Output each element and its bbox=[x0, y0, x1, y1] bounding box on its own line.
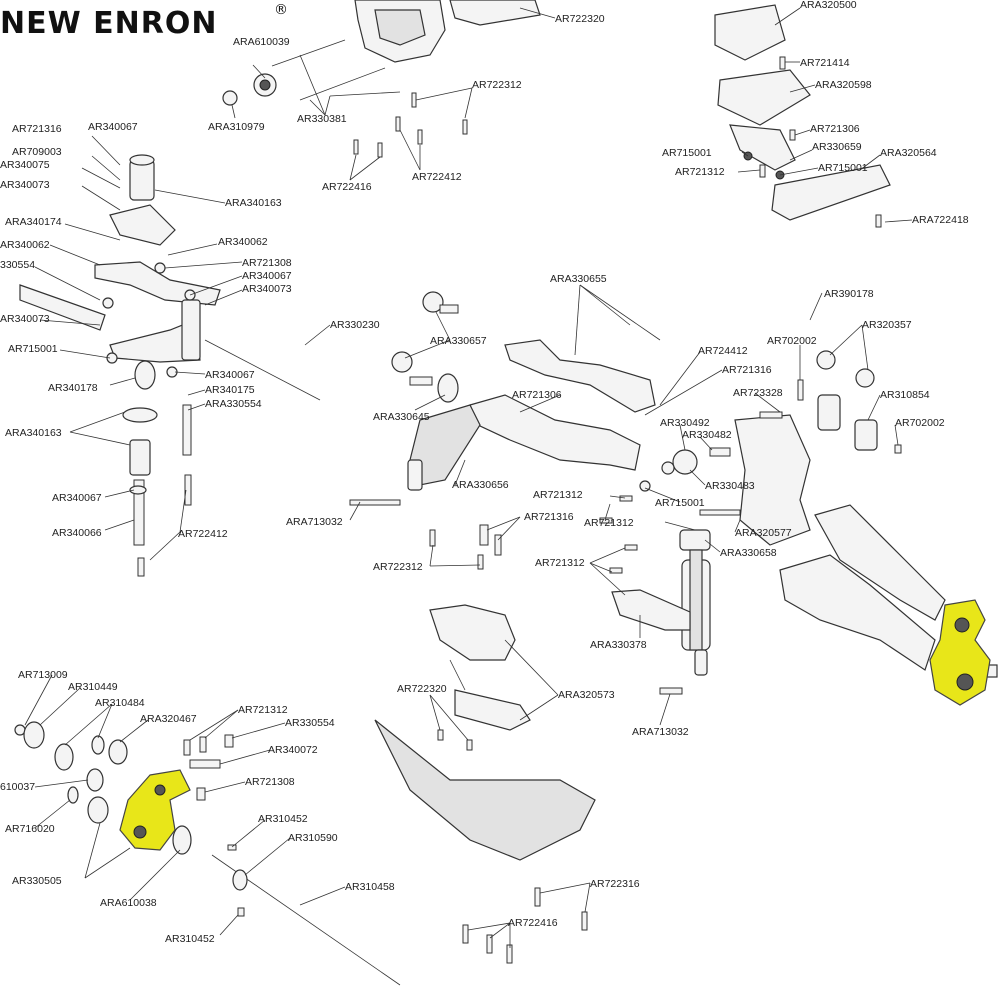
part-label: ARA340163 bbox=[225, 197, 282, 209]
part-label: AR340067 bbox=[242, 270, 292, 282]
part-label: AR721308 bbox=[242, 257, 292, 269]
part-label: AR310854 bbox=[880, 389, 930, 401]
part-label: AR722320 bbox=[397, 683, 447, 695]
part-label: AR721312 bbox=[238, 704, 288, 716]
parts-drawing bbox=[14, 0, 998, 986]
part-label: AR340178 bbox=[48, 382, 98, 394]
part-label: AR721312 bbox=[533, 489, 583, 501]
part-label: AR340062 bbox=[218, 236, 268, 248]
part-label: AR722312 bbox=[373, 561, 423, 573]
part-label: 610037 bbox=[0, 781, 35, 793]
part-label: AR340073 bbox=[0, 179, 50, 191]
part-label: ARA330655 bbox=[550, 273, 607, 285]
part-label: AR713009 bbox=[18, 669, 68, 681]
part-label: AR310484 bbox=[95, 697, 145, 709]
part-label: ARA320564 bbox=[880, 147, 937, 159]
part-label: 330554 bbox=[0, 259, 35, 271]
part-label: AR330482 bbox=[682, 429, 732, 441]
part-label: AR721312 bbox=[584, 517, 634, 529]
highlighted-knuckle-right bbox=[929, 599, 991, 706]
part-labels: ARA320500 AR722320 AR721414 ARA610039 AR… bbox=[0, 0, 969, 945]
part-label: AR310452 bbox=[258, 813, 308, 825]
part-label: AR722416 bbox=[508, 917, 558, 929]
part-label: ARA320500 bbox=[800, 0, 857, 11]
part-label: ARA320598 bbox=[815, 79, 872, 91]
part-label: AR721312 bbox=[535, 557, 585, 569]
part-label: AR724412 bbox=[698, 345, 748, 357]
part-label: ARA340174 bbox=[5, 216, 62, 228]
part-label: ARA330378 bbox=[590, 639, 647, 651]
part-label: AR330381 bbox=[297, 113, 347, 125]
part-label: AR330230 bbox=[330, 319, 380, 331]
part-label: AR721316 bbox=[524, 511, 574, 523]
part-label: AR716020 bbox=[5, 823, 55, 835]
part-label: ARA320467 bbox=[140, 713, 197, 725]
part-label: AR722316 bbox=[590, 878, 640, 890]
part-label: AR715001 bbox=[662, 147, 712, 159]
part-label: ARA330554 bbox=[205, 398, 262, 410]
part-label: AR340067 bbox=[88, 121, 138, 133]
part-label: AR330554 bbox=[285, 717, 335, 729]
part-label: AR723328 bbox=[733, 387, 783, 399]
part-label: AR340175 bbox=[205, 384, 255, 396]
part-label: AR340073 bbox=[242, 283, 292, 295]
registered-mark: ® bbox=[274, 2, 288, 18]
part-label: ARA610038 bbox=[100, 897, 157, 909]
part-label: AR722312 bbox=[472, 79, 522, 91]
part-label: AR330483 bbox=[705, 480, 755, 492]
part-label: AR722412 bbox=[412, 171, 462, 183]
part-label: AR340066 bbox=[52, 527, 102, 539]
part-label: ARA330645 bbox=[373, 411, 430, 423]
part-label: AR310590 bbox=[288, 832, 338, 844]
part-label: AR715001 bbox=[655, 497, 705, 509]
part-label: ARA330657 bbox=[430, 335, 487, 347]
part-label: AR340067 bbox=[205, 369, 255, 381]
part-label: ARA610039 bbox=[233, 36, 290, 48]
part-label: AR340073 bbox=[0, 313, 50, 325]
part-label: ARA310979 bbox=[208, 121, 265, 133]
part-label: AR721414 bbox=[800, 57, 850, 69]
part-label: AR721312 bbox=[675, 166, 725, 178]
part-label: ARA320577 bbox=[735, 527, 792, 539]
part-label: AR722320 bbox=[555, 13, 605, 25]
part-label: AR330505 bbox=[12, 875, 62, 887]
part-label: AR721306 bbox=[810, 123, 860, 135]
part-label: AR340067 bbox=[52, 492, 102, 504]
brand-name: NEW ENRON bbox=[0, 6, 217, 41]
part-label: ARA320573 bbox=[558, 689, 615, 701]
part-label: AR702002 bbox=[767, 335, 817, 347]
part-label: ARA330658 bbox=[720, 547, 777, 559]
part-label: AR310449 bbox=[68, 681, 118, 693]
part-label: AR340062 bbox=[0, 239, 50, 251]
part-label: ARA713032 bbox=[632, 726, 689, 738]
part-label: AR709003 bbox=[12, 146, 62, 158]
part-label: AR310458 bbox=[345, 881, 395, 893]
part-label: AR721316 bbox=[12, 123, 62, 135]
part-label: AR310452 bbox=[165, 933, 215, 945]
part-label: AR715001 bbox=[8, 343, 58, 355]
part-label: AR715001 bbox=[818, 162, 868, 174]
part-label: AR390178 bbox=[824, 288, 874, 300]
part-label: AR330492 bbox=[660, 417, 710, 429]
part-label: AR721316 bbox=[722, 364, 772, 376]
part-label: AR721306 bbox=[512, 389, 562, 401]
part-label: AR340075 bbox=[0, 159, 50, 171]
part-label: ARA340163 bbox=[5, 427, 62, 439]
part-label: AR340072 bbox=[268, 744, 318, 756]
part-label: AR320357 bbox=[862, 319, 912, 331]
part-label: AR721308 bbox=[245, 776, 295, 788]
part-label: AR722416 bbox=[322, 181, 372, 193]
part-label: AR722412 bbox=[178, 528, 228, 540]
part-label: ARA713032 bbox=[286, 516, 343, 528]
part-label: ARA330656 bbox=[452, 479, 509, 491]
part-label: AR702002 bbox=[895, 417, 945, 429]
leader-lines bbox=[24, 7, 913, 948]
part-label: AR330659 bbox=[812, 141, 862, 153]
part-label: ARA722418 bbox=[912, 214, 969, 226]
